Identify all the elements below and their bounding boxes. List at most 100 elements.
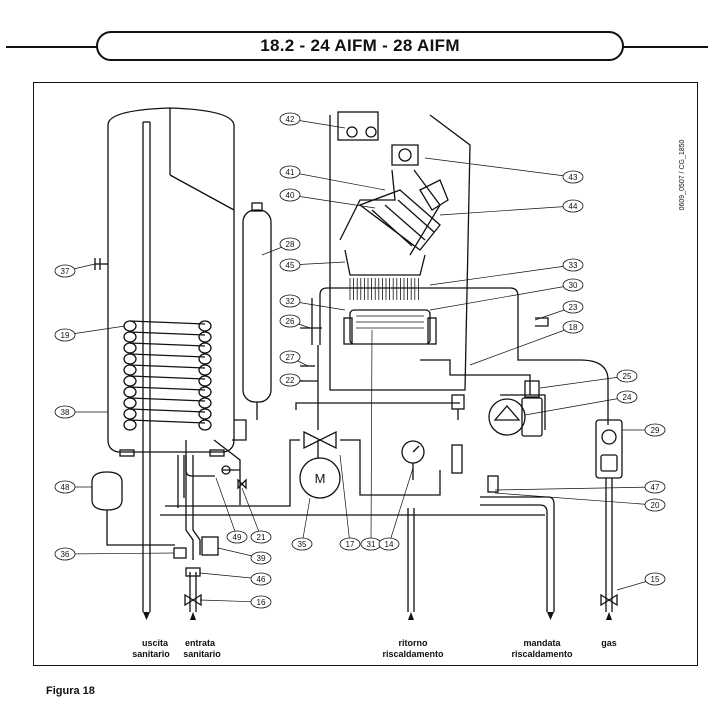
- callout-15: 15: [644, 572, 666, 586]
- coil-loop-right: [198, 386, 212, 398]
- callout-bubble: [279, 165, 301, 179]
- coil-loop-right: [198, 331, 212, 343]
- coil-loop-left: [123, 397, 137, 409]
- callout-leader: [469, 326, 574, 366]
- bottom-labels: uscita sanitario entrata sanitario ritor…: [132, 638, 617, 659]
- fitting-39: [201, 536, 219, 556]
- callout-17: 17: [339, 537, 361, 551]
- callout-bubble: [339, 537, 361, 551]
- callout-leader: [439, 205, 574, 216]
- callout-number: 14: [385, 540, 394, 549]
- callout-19: 19: [54, 328, 76, 342]
- callout-number: 17: [346, 540, 355, 549]
- callout-number: 30: [569, 281, 578, 290]
- callout-bubble: [644, 498, 666, 512]
- callout-bubble: [616, 369, 638, 383]
- callout-bubble: [562, 199, 584, 213]
- callout-38: 38: [54, 405, 76, 419]
- callout-leader: [388, 467, 414, 545]
- coil-loop-right: [198, 342, 212, 354]
- coil-loop-right: [198, 397, 212, 409]
- callout-bubble: [279, 373, 301, 387]
- callout-37: 37: [54, 264, 76, 278]
- callout-26: 26: [279, 314, 301, 328]
- callout-number: 20: [651, 501, 660, 510]
- callout-bubble: [279, 258, 301, 272]
- callout-bubble: [54, 480, 76, 494]
- callout-leader: [370, 329, 373, 545]
- callout-number: 38: [61, 408, 70, 417]
- coil-turn: [129, 386, 206, 391]
- callout-bubble: [562, 258, 584, 272]
- callout-number: 47: [651, 483, 660, 492]
- callout-31: 31: [360, 537, 382, 551]
- combustion-chamber: [329, 111, 471, 391]
- callout-44: 44: [562, 199, 584, 213]
- label-ritorno-1: ritorno: [399, 638, 428, 648]
- burner: [343, 309, 437, 345]
- label-uscita-2: sanitario: [132, 649, 170, 659]
- callout-number: 46: [257, 575, 266, 584]
- callout-24: 24: [616, 390, 638, 404]
- pipework: [94, 258, 613, 612]
- callout-leader: [524, 396, 628, 416]
- callout-39: 39: [250, 551, 272, 565]
- coil-loop-left: [123, 342, 137, 354]
- circulation-pump: [488, 380, 543, 437]
- callout-number: 18: [569, 323, 578, 332]
- callout-14: 14: [378, 537, 400, 551]
- callout-48: 48: [54, 480, 76, 494]
- callout-29: 29: [644, 423, 666, 437]
- pressure-gauge: [401, 440, 425, 480]
- valve-motor: M: [299, 457, 341, 499]
- coil-turn: [129, 408, 206, 413]
- callout-bubble: [279, 112, 301, 126]
- callout-leader: [494, 492, 656, 506]
- coil-loop-left: [123, 419, 137, 431]
- callout-bubble: [279, 350, 301, 364]
- fitting-47-20: [451, 444, 499, 493]
- callout-number: 25: [623, 372, 632, 381]
- label-entrata-1: entrata: [185, 638, 216, 648]
- diverter-valve: [303, 430, 337, 458]
- callout-43: 43: [562, 170, 584, 184]
- callout-number: 33: [569, 261, 578, 270]
- callout-leader: [215, 477, 238, 538]
- sanitary-expansion-vessel: [91, 471, 123, 511]
- callout-18: 18: [562, 320, 584, 334]
- expansion-vessel: [242, 202, 272, 420]
- callout-number: 21: [257, 533, 266, 542]
- callout-number: 36: [61, 550, 70, 559]
- callout-number: 23: [569, 303, 578, 312]
- coil-loop-right: [198, 375, 212, 387]
- callout-47: 47: [644, 480, 666, 494]
- callout-bubble: [279, 314, 301, 328]
- drain-valve: [173, 547, 187, 559]
- callout-28: 28: [279, 237, 301, 251]
- callout-bubble: [279, 188, 301, 202]
- callout-bubble: [644, 423, 666, 437]
- callout-32: 32: [279, 294, 301, 308]
- callout-leader: [429, 284, 574, 311]
- callout-bubble: [279, 237, 301, 251]
- callout-leader: [494, 486, 656, 491]
- callout-16: 16: [250, 595, 272, 609]
- callout-leader: [301, 497, 311, 545]
- figure-frame: [33, 82, 698, 666]
- motor-label: M: [315, 471, 326, 486]
- callout-bubble: [226, 530, 248, 544]
- callout-number: 41: [286, 168, 295, 177]
- callout-40: 40: [279, 188, 301, 202]
- callout-number: 43: [569, 173, 578, 182]
- callout-number: 24: [623, 393, 632, 402]
- callout-number: 27: [286, 353, 295, 362]
- coil-loop-left: [123, 320, 137, 332]
- callout-bubble: [644, 572, 666, 586]
- callout-leader: [289, 194, 376, 209]
- callout-bubble: [54, 405, 76, 419]
- callout-leader: [339, 454, 351, 545]
- callout-number: 49: [233, 533, 242, 542]
- label-mandata-1: mandata: [523, 638, 561, 648]
- callout-22: 22: [279, 373, 301, 387]
